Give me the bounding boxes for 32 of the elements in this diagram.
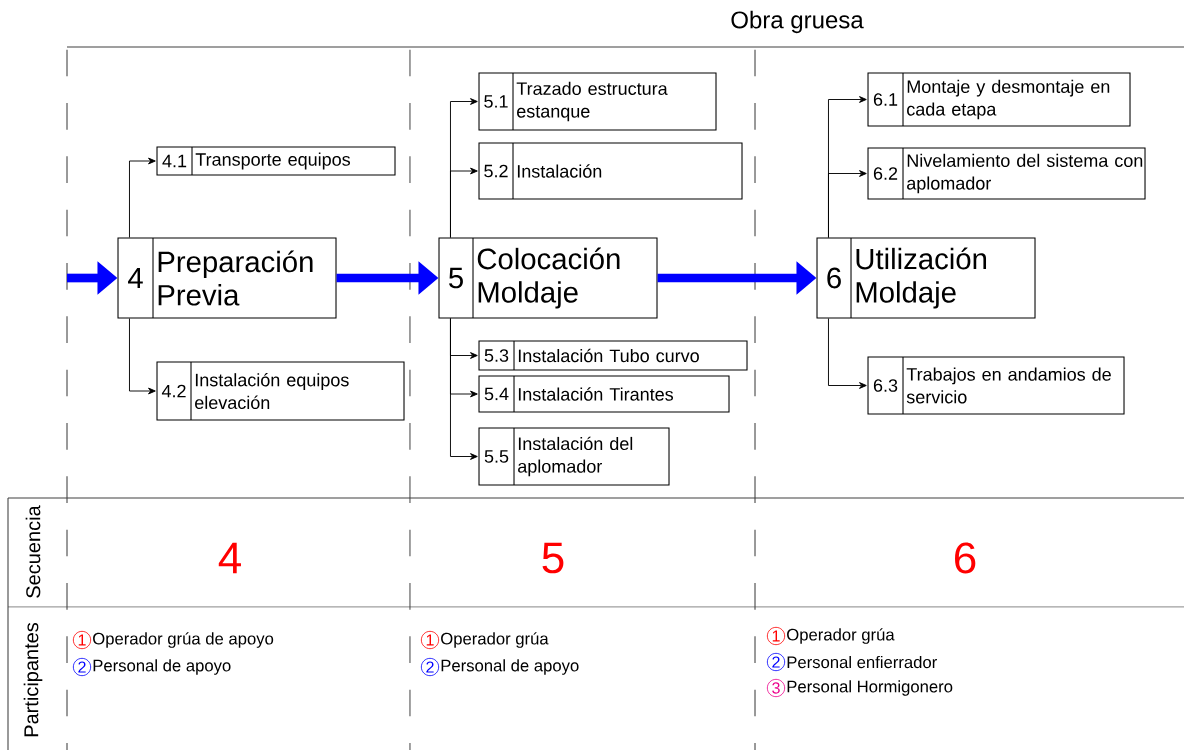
subtask-box: 5.2 Instalación (478, 142, 743, 200)
arrow (129, 318, 156, 395)
subtask-box: 4.1 Transporte equipos (156, 146, 396, 176)
participant-label: Personal Hormigonero (787, 680, 953, 696)
participant-label: Personal de apoyo (441, 659, 579, 675)
task-box: 4 Preparación Previa (117, 237, 337, 319)
arrow (450, 318, 478, 460)
subtask-box: 4.2 Instalación equipos elevación (156, 361, 405, 421)
subtask-box: 6.3 Trabajos en andamios de servicio (867, 356, 1125, 415)
task-box: 5 Colocación Moldaje (438, 237, 658, 319)
subtask-box: 6.2 Nivelamiento del sistema con aplomador (867, 147, 1146, 200)
arrow (450, 167, 478, 238)
participant-label: Operador grúa de apoyo (93, 632, 274, 648)
title: Obra gruesa (731, 10, 864, 34)
subtask-box: 5.5 Instalación del aplomador (478, 427, 670, 486)
participant-label: Operador grúa (441, 632, 549, 648)
arrow (129, 157, 156, 238)
sequence-number: 6 (955, 542, 976, 574)
subtask-box: 5.4 Instalación Tirantes (478, 375, 730, 413)
subtask-box: 5.1 Trazado estructura estanque (478, 72, 717, 131)
task-box: 6 Utilización Moldaje (816, 237, 1036, 319)
sequence-number: 5 (542, 542, 564, 574)
sequence-number: 4 (218, 542, 241, 574)
row-label: Secuencia (25, 505, 41, 598)
row-label: Participantes (23, 622, 43, 737)
arrow (828, 318, 867, 389)
participant-label: Personal de apoyo (93, 659, 231, 675)
subtask-box: 5.3 Instalación Tubo curvo (478, 340, 748, 371)
arrow (828, 170, 867, 238)
participant-label: Personal enfierrador (787, 655, 937, 669)
participant-label: Operador grúa (787, 628, 895, 644)
subtask-box: 6.1 Montaje y desmontaje en cada etapa (867, 72, 1131, 127)
